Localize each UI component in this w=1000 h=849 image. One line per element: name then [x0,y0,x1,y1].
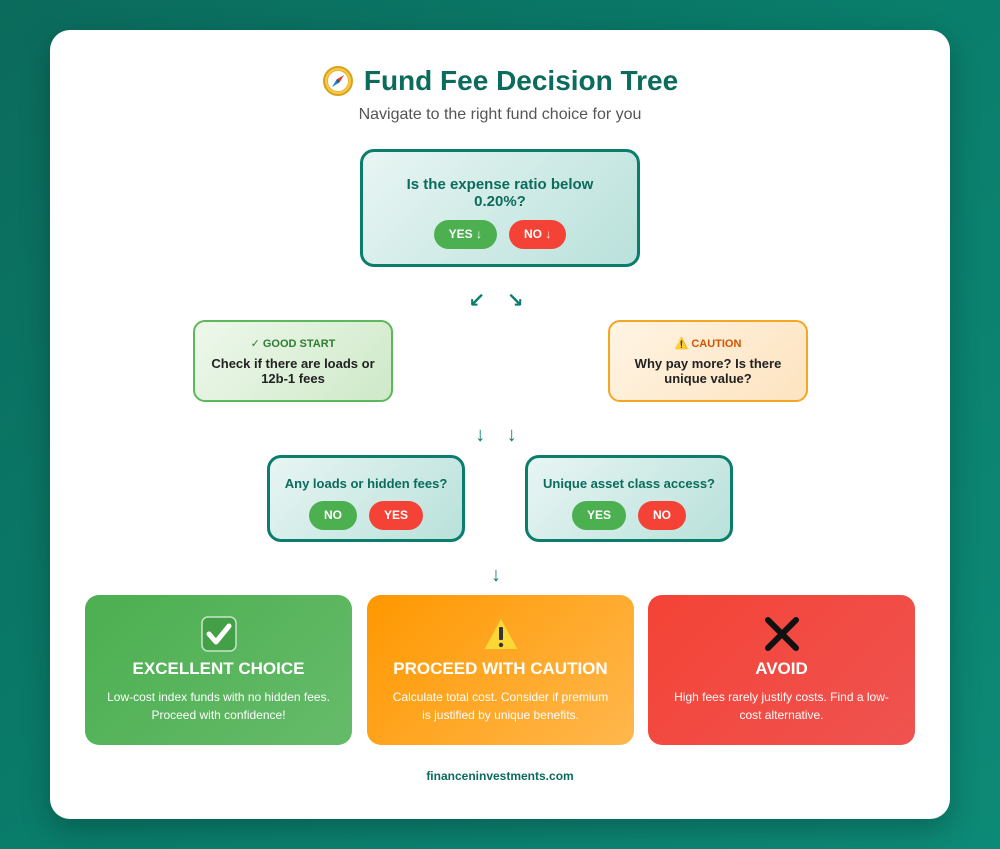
root-question-box: Is the expense ratio below 0.20%? YES ↓ … [360,149,640,267]
branch-arrows-level1: ↙ ↘ [468,290,532,312]
outcome-avoid-description: High fees rarely justify costs. Find a l… [674,690,889,722]
yes-answer-button[interactable]: YES ↓ [433,220,497,249]
unique-no-button[interactable]: NO [638,501,686,530]
good-start-box: ✓ GOOD START Check if there are loads or… [193,320,393,402]
outcome-avoid: AVOID High fees rarely justify costs. Fi… [648,595,915,745]
no-answer-button[interactable]: NO ↓ [509,220,567,249]
loads-question-answers: NO YES [280,501,452,530]
good-start-text: Check if there are loads or 12b-1 fees [211,356,375,386]
outcome-caution-title: PROCEED WITH CAUTION [393,659,608,678]
branch-arrows-level2: ↓ ↓ [475,424,525,446]
check-mark-icon [85,615,352,653]
good-start-tag: ✓ GOOD START [250,338,336,350]
unique-question-text: Unique asset class access? [543,476,715,491]
caution-text: Why pay more? Is there unique value? [634,356,782,386]
decision-tree-card: Fund Fee Decision Tree Navigate to the r… [50,30,950,819]
outcome-proceed-caution: PROCEED WITH CAUTION Calculate total cos… [367,595,634,745]
cross-icon [648,615,915,653]
caution-box: ⚠️ CAUTION Why pay more? Is there unique… [608,320,808,402]
root-question-answers: YES ↓ NO ↓ [383,220,617,249]
loads-yes-button[interactable]: YES [368,501,423,530]
loads-question-box: Any loads or hidden fees? NO YES [267,455,465,542]
unique-question-box: Unique asset class access? YES NO [525,455,733,542]
footer-link[interactable]: financeninvestments.com [426,769,574,783]
warning-icon [367,615,634,653]
title-row: Fund Fee Decision Tree [50,65,950,97]
unique-yes-button[interactable]: YES [571,501,626,530]
branch-arrow-level3: ↓ [491,564,509,586]
root-question-text: Is the expense ratio below 0.20%? [406,176,594,210]
outcome-excellent-description: Low-cost index funds with no hidden fees… [107,690,330,722]
outcome-excellent-title: EXCELLENT CHOICE [132,659,305,678]
loads-question-text: Any loads or hidden fees? [284,476,448,491]
loads-no-button[interactable]: NO [308,501,357,530]
outcome-avoid-title: AVOID [755,659,808,678]
page-subtitle: Navigate to the right fund choice for yo… [358,106,642,123]
outcome-excellent-choice: EXCELLENT CHOICE Low-cost index funds wi… [85,595,352,745]
caution-tag: ⚠️ CAUTION [674,338,742,350]
page-title: Fund Fee Decision Tree [363,65,679,96]
unique-question-answers: YES NO [538,501,720,530]
compass-icon [322,66,353,96]
outcome-caution-description: Calculate total cost. Consider if premiu… [392,690,609,722]
